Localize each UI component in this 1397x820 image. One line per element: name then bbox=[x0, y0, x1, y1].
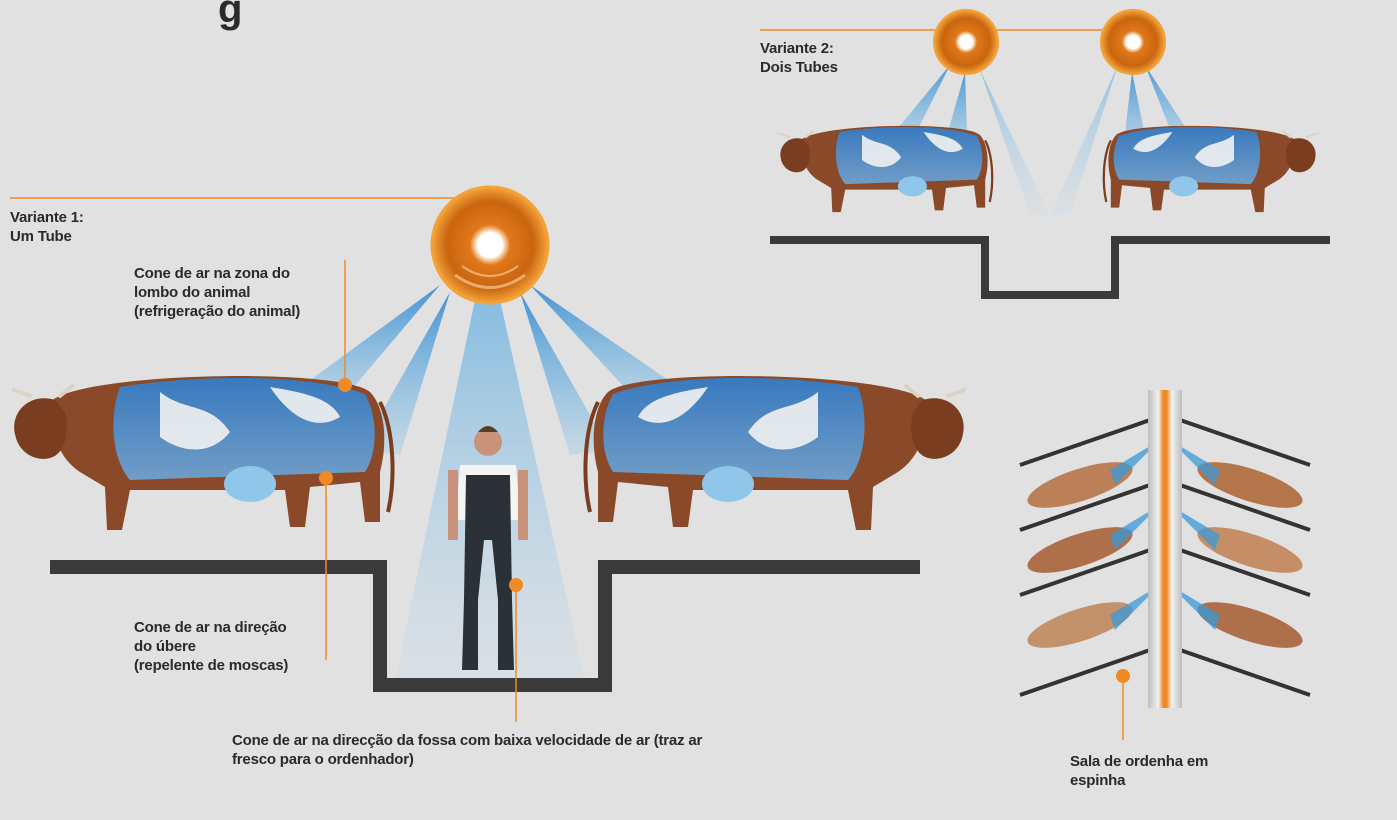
back-cone-line3: (refrigeração do animal) bbox=[134, 303, 301, 320]
variant2-label-line1: Variante 2: bbox=[760, 40, 834, 57]
tube-fan-icon bbox=[1100, 9, 1166, 75]
herringbone-line1: Sala de ordenha em bbox=[1070, 753, 1209, 770]
udder-cone-marker bbox=[319, 471, 333, 485]
pit-cone-line1: Cone de ar na direcção da fossa com baix… bbox=[232, 732, 703, 749]
herringbone-marker bbox=[1116, 669, 1130, 683]
variant2-label: Variante 2: Dois Tubes bbox=[760, 39, 838, 77]
title-fragment: g bbox=[218, 0, 242, 31]
tube-fan-icon bbox=[430, 185, 550, 305]
pit-cone-marker bbox=[509, 578, 523, 592]
back-cone-marker bbox=[338, 378, 352, 392]
variant1-group bbox=[10, 185, 966, 722]
variant1-label-line2: Um Tube bbox=[10, 228, 72, 245]
cow-icon bbox=[12, 373, 395, 532]
cow-icon bbox=[1102, 124, 1317, 214]
herringbone-line2: espinha bbox=[1070, 772, 1126, 789]
udder-cone-line2: do úbere bbox=[134, 638, 196, 655]
cow-icon bbox=[779, 124, 994, 214]
udder-cone-label: Cone de ar na direção do úbere (repelent… bbox=[134, 618, 288, 675]
pit-cone-label: Cone de ar na direcção da fossa com baix… bbox=[232, 731, 792, 769]
tube-fan-icon bbox=[933, 9, 999, 75]
pit-cone-line2: fresco para o ordenhador) bbox=[232, 751, 414, 768]
variant2-label-line2: Dois Tubes bbox=[760, 59, 838, 76]
pit-floor-icon bbox=[770, 236, 1330, 299]
herringbone-parlor-icon bbox=[1019, 390, 1311, 740]
udder-cone-line3: (repelente de moscas) bbox=[134, 657, 289, 674]
cow-icon bbox=[583, 373, 966, 532]
air-beam-left-udder bbox=[360, 292, 450, 455]
herringbone-label: Sala de ordenha em espinha bbox=[1070, 752, 1208, 790]
back-cone-line1: Cone de ar na zona do bbox=[134, 265, 290, 282]
variant1-label: Variante 1: Um Tube bbox=[10, 208, 84, 246]
back-cone-line2: lombo do animal bbox=[134, 284, 251, 301]
variant1-label-line1: Variante 1: bbox=[10, 209, 84, 226]
pit-floor-icon bbox=[50, 560, 920, 692]
udder-cone-line1: Cone de ar na direção bbox=[134, 619, 287, 636]
variant2-group bbox=[760, 9, 1330, 299]
milker-person-icon bbox=[448, 426, 528, 670]
back-cone-label: Cone de ar na zona do lombo do animal (r… bbox=[134, 264, 300, 321]
air-beam-right-udder bbox=[520, 292, 610, 455]
